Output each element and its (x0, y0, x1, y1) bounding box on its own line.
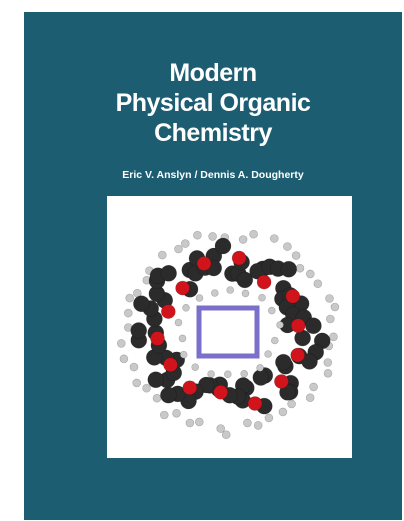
hydrogen-atom (323, 358, 333, 367)
oxygen-atom (196, 256, 212, 271)
hydrogen-atom (191, 363, 199, 371)
hydrogen-atom (264, 350, 272, 358)
hydrogen-atom (278, 407, 288, 417)
carbon-atom (147, 371, 165, 388)
carbon-atom (133, 295, 150, 312)
molecule-model-icon (117, 229, 340, 439)
hydrogen-atom (185, 418, 195, 428)
oxygen-atom (231, 250, 247, 266)
book-authors: Eric V. Anslyn / Dennis A. Dougherty (122, 169, 304, 181)
carbon-atom (275, 353, 292, 371)
hydrogen-atom (157, 250, 167, 260)
hydrogen-atom (224, 370, 232, 378)
hydrogen-atom (253, 421, 263, 430)
hydrogen-atom (174, 244, 183, 254)
hydrogen-atom (129, 362, 139, 372)
hydrogen-atom (152, 393, 162, 403)
hydrogen-atom (249, 229, 258, 239)
hydrogen-atom (216, 424, 225, 433)
hydrogen-atom (119, 354, 129, 364)
hydrogen-atom (125, 293, 135, 303)
hydrogen-atom (117, 339, 126, 348)
oxygen-atom (290, 347, 305, 363)
hydrogen-atom (329, 332, 338, 342)
hydrogen-atom (238, 235, 248, 244)
oxygen-atom (290, 318, 306, 333)
hydrogen-atom (295, 263, 305, 273)
hydrogen-atom (287, 399, 296, 409)
molecule-illustration (107, 196, 352, 458)
carbon-atom (130, 322, 148, 339)
cavity-outline (196, 305, 260, 359)
hydrogen-atom (243, 418, 252, 428)
hydrogen-atom (159, 410, 169, 420)
hydrogen-atom (271, 336, 279, 345)
title-line-3: Chemistry (154, 119, 272, 147)
hydrogen-atom (193, 230, 202, 240)
hydrogen-atom (258, 293, 266, 302)
hydrogen-atom (270, 234, 279, 243)
hydrogen-atom (330, 302, 340, 312)
title-line-2: Physical Organic (115, 89, 311, 117)
carbon-atom (214, 237, 232, 255)
cavity-interior (203, 312, 253, 352)
hydrogen-atom (268, 306, 276, 315)
oxygen-atom (163, 357, 178, 373)
oxygen-atom (256, 274, 272, 290)
hydrogen-atom (326, 314, 335, 324)
hydrogen-atom (306, 269, 315, 279)
hydrogen-atom (195, 417, 204, 427)
oxygen-atom (175, 280, 190, 296)
hydrogen-atom (276, 321, 284, 329)
carbon-atom (160, 265, 177, 282)
oxygen-atom (150, 331, 165, 346)
oxygen-atom (160, 304, 176, 319)
hydrogen-atom (305, 393, 315, 402)
hydrogen-atom (291, 251, 301, 260)
hydrogen-atom (241, 289, 250, 298)
hydrogen-atom (313, 279, 323, 288)
hydrogen-atom (208, 232, 217, 241)
hydrogen-atom (323, 369, 333, 378)
hydrogen-atom (179, 350, 188, 359)
hydrogen-atom (309, 382, 318, 392)
hydrogen-atom (207, 370, 215, 378)
oxygen-atom (213, 385, 228, 400)
hydrogen-atom (142, 383, 151, 393)
hydrogen-atom (172, 409, 181, 418)
hydrogen-atom (256, 364, 264, 372)
hydrogen-atom (221, 430, 231, 439)
hydrogen-atom (182, 304, 190, 312)
hydrogen-atom (264, 413, 274, 423)
carbon-atom (301, 353, 318, 370)
hydrogen-atom (178, 334, 187, 343)
hydrogen-atom (283, 242, 292, 251)
oxygen-atom (247, 396, 263, 411)
book-title: Modern Physical Organic Chemistry (24, 58, 402, 148)
book-cover: Modern Physical Organic Chemistry Eric V… (24, 12, 402, 520)
hydrogen-atom (240, 370, 248, 378)
carbon-atom (236, 271, 254, 289)
carbon-atom (305, 317, 322, 334)
oxygen-atom (274, 374, 289, 389)
title-line-1: Modern (169, 59, 257, 87)
carbon-atom (160, 386, 177, 404)
carbon-atom (252, 369, 270, 386)
hydrogen-atom (211, 289, 219, 297)
hydrogen-atom (181, 239, 190, 248)
hydrogen-atom (195, 294, 204, 302)
hydrogen-atom (132, 378, 142, 388)
carbon-atom (280, 260, 297, 278)
hydrogen-atom (123, 308, 133, 318)
oxygen-atom (182, 380, 198, 395)
hydrogen-atom (325, 294, 334, 303)
hydrogen-atom (174, 318, 183, 327)
atom-cluster (117, 229, 340, 439)
hydrogen-atom (226, 286, 234, 294)
oxygen-atom (285, 288, 301, 304)
